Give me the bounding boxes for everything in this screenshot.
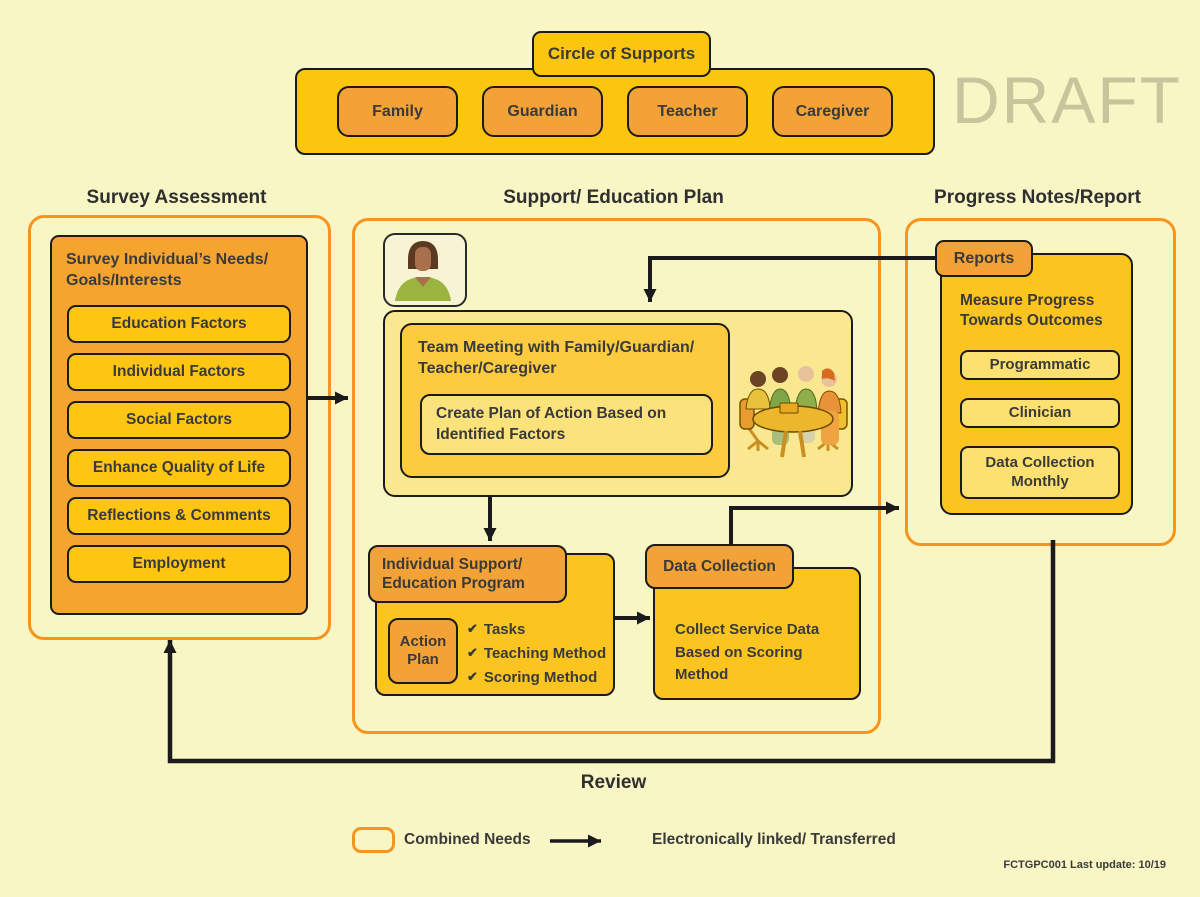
individual-program-title: Individual Support/ Education Program [382,555,525,592]
survey-item-social-factors: Social Factors [67,400,291,439]
checklist-item-scoring-method: Scoring Method [483,668,598,686]
measure-progress-box: Measure Progress Towards Outcomes Progra… [940,253,1133,515]
legend-arrow-label: Electronically linked/ Transferred [652,831,896,848]
legend-combined-needs-label: Combined Needs [404,831,531,848]
circle-of-supports-title: Circle of Supports [547,44,696,63]
person-avatar-graphic [395,241,451,301]
team-meeting-illustration [736,357,851,465]
team-meeting-title: Team Meeting with Family/Guardian/ Teach… [418,339,695,377]
checklist-row: ✔ Scoring Method [467,665,612,689]
check-icon: ✔ [467,621,478,636]
reports-label: Reports [953,249,1015,267]
survey-item-individual-factors: Individual Factors [67,352,291,391]
member-guardian: Guardian [482,86,603,137]
survey-item-employment: Employment [67,544,291,583]
person-avatar [383,233,467,307]
check-icon: ✔ [467,669,478,684]
checklist-row: ✔ Teaching Method [467,641,612,665]
review-label: Review [580,772,647,793]
heading-progress-notes-report: Progress Notes/Report [934,187,1141,208]
action-plan-label: Action Plan [399,633,447,668]
create-plan-text: Create Plan of Action Based on Identifie… [436,405,667,443]
measure-progress-title: Measure Progress Towards Outcomes [960,292,1103,330]
circle-of-supports-bar: Family Guardian Teacher Caregiver [295,68,935,155]
checklist-row: ✔ Tasks [467,617,612,641]
survey-item-reflections-comments: Reflections & Comments [67,496,291,535]
checklist-item-tasks: Tasks [483,620,526,638]
member-caregiver: Caregiver [772,86,893,137]
heading-survey-assessment: Survey Assessment [86,187,267,208]
individual-program-tab: Individual Support/ Education Program [368,545,567,603]
survey-item-enhance-quality-of-life: Enhance Quality of Life [67,448,291,487]
data-collection-tab: Data Collection [645,544,794,589]
create-plan-box: Create Plan of Action Based on Identifie… [420,394,713,455]
member-teacher: Teacher [627,86,748,137]
check-icon: ✔ [467,645,478,660]
member-family: Family [337,86,458,137]
combined-needs-swatch [352,827,395,853]
survey-needs-box: Survey Individual’s Needs/ Goals/Interes… [50,235,308,615]
data-collection-label: Data Collection [663,557,776,575]
progress-item-data-collection-monthly: Data Collection Monthly [960,446,1120,500]
program-checklist: ✔ Tasks ✔ Teaching Method ✔ Scoring Meth… [467,617,612,689]
circle-of-supports-tab: Circle of Supports [532,31,711,77]
collect-service-data-text: Collect Service Data Based on Scoring Me… [675,621,820,683]
progress-item-programmatic: Programmatic [960,350,1120,381]
reports-tab: Reports [935,240,1033,277]
progress-item-clinician: Clinician [960,398,1120,429]
checklist-item-teaching-method: Teaching Method [483,644,607,662]
survey-item-education-factors: Education Factors [67,304,291,343]
draft-watermark: DRAFT [952,63,1182,137]
survey-needs-title: Survey Individual’s Needs/ Goals/Interes… [66,251,269,289]
heading-support-education-plan: Support/ Education Plan [503,187,724,208]
document-id-footer: FCTGPC001 Last update: 10/19 [1003,859,1166,871]
action-plan-box: Action Plan [388,618,458,684]
